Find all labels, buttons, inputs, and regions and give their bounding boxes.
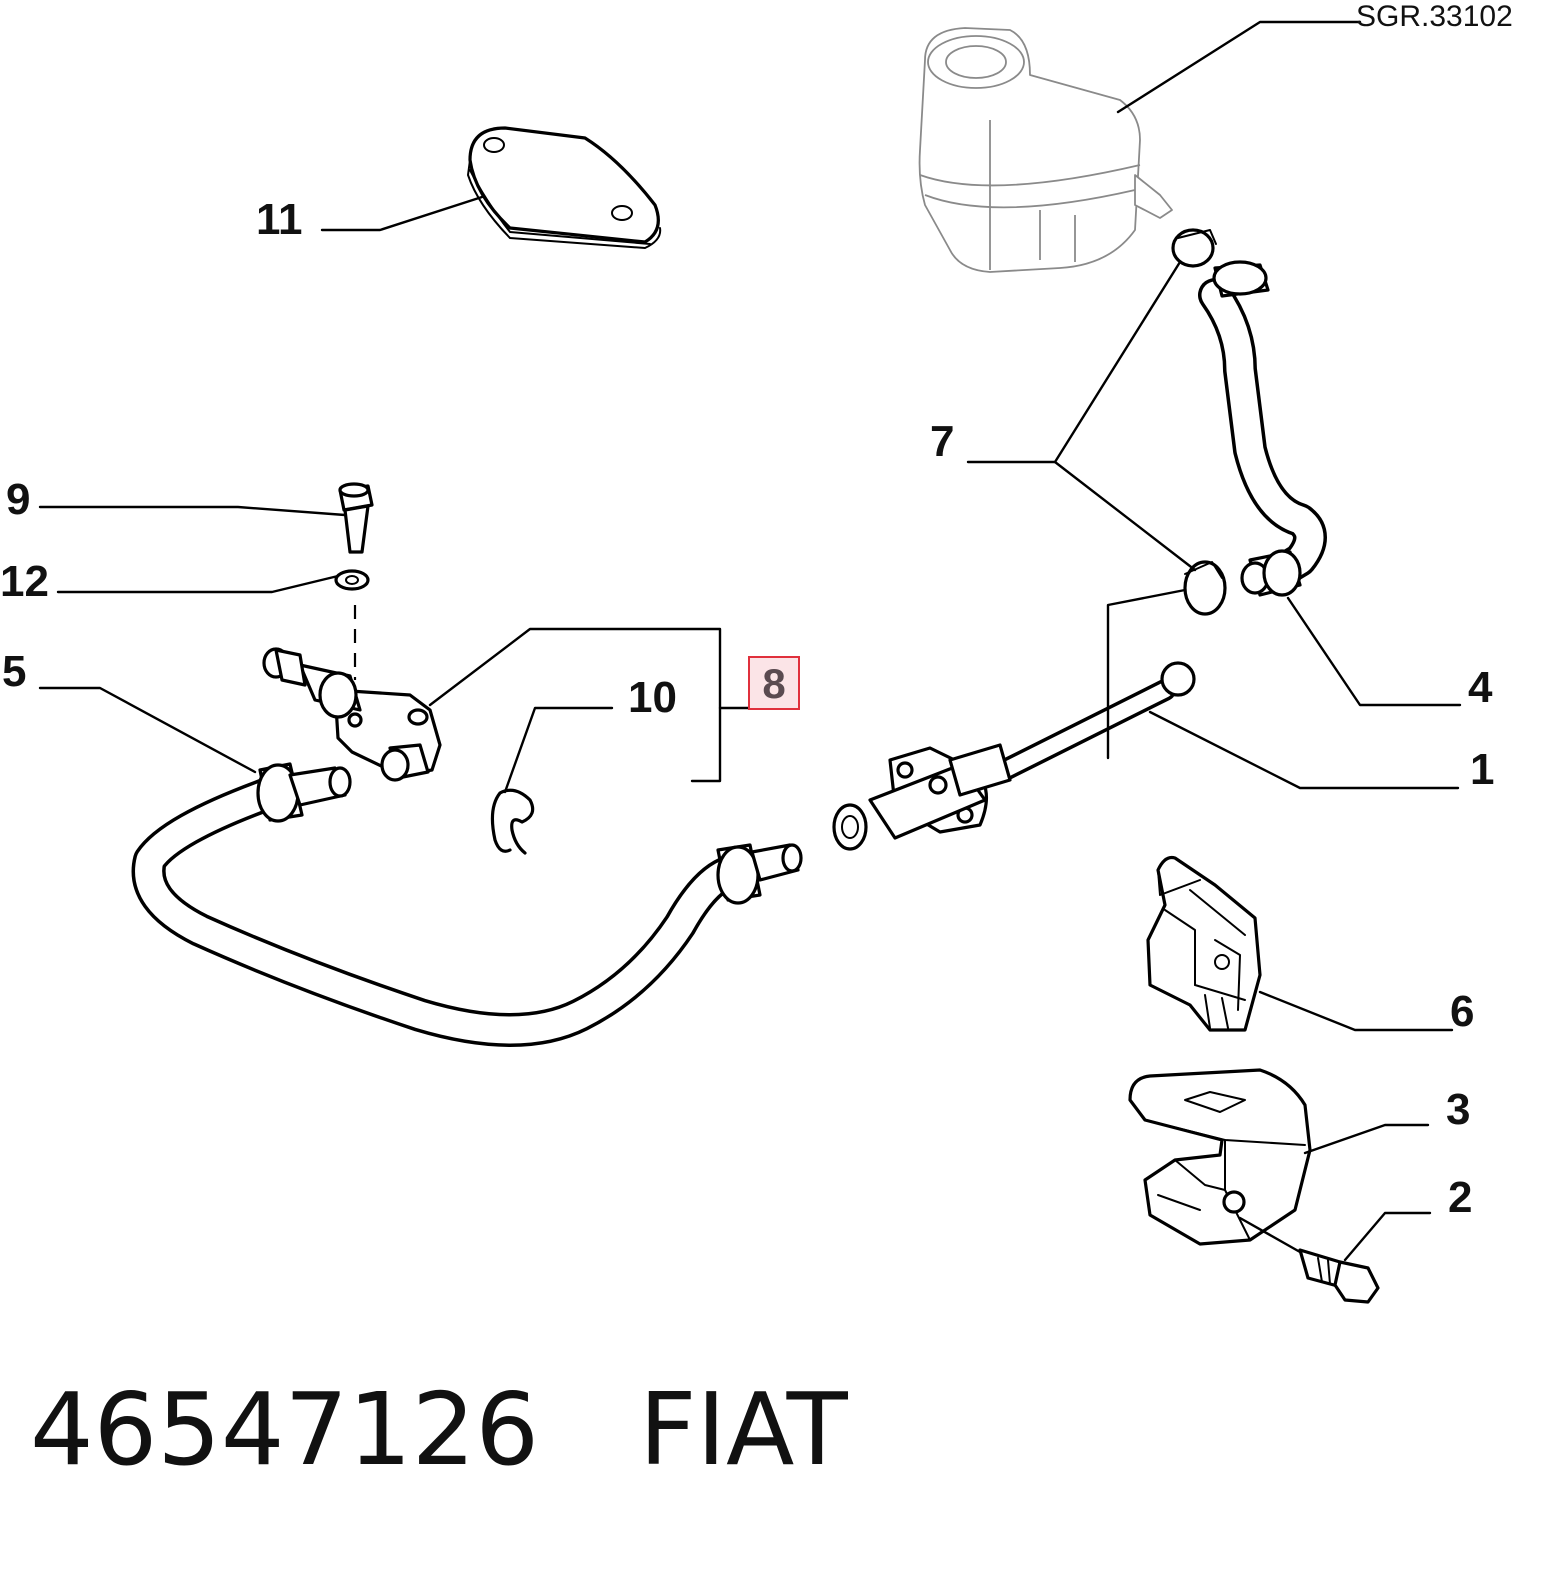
callout-7: 7 xyxy=(930,417,955,466)
slave-cylinder-part xyxy=(262,647,442,782)
hose-clamp-part xyxy=(1171,228,1227,616)
diagram-reference-code: SGR.33102 xyxy=(1356,0,1513,33)
brand-name: FIAT xyxy=(638,1371,848,1488)
fluid-reservoir xyxy=(918,27,1173,273)
mounting-clip-part xyxy=(1146,855,1262,1032)
callout-1: 1 xyxy=(1470,745,1495,794)
highlighted-callout-8[interactable]: 8 xyxy=(748,656,800,710)
bolt-part xyxy=(1298,1248,1380,1304)
cover-plate-part xyxy=(467,126,662,249)
part-number: 46547126 xyxy=(30,1371,539,1488)
callout-8: 8 xyxy=(762,660,786,707)
washer-part xyxy=(334,569,370,591)
callout-10: 10 xyxy=(628,673,677,722)
callout-2: 2 xyxy=(1448,1173,1473,1222)
master-cylinder-part xyxy=(832,661,1196,851)
screw-part xyxy=(338,482,374,554)
callout-6: 6 xyxy=(1450,987,1475,1036)
callout-9: 9 xyxy=(6,475,31,524)
callout-3: 3 xyxy=(1446,1085,1471,1134)
hydraulic-pipe-part xyxy=(131,762,803,1047)
callout-4: 4 xyxy=(1468,663,1493,712)
callout-12: 12 xyxy=(0,557,49,606)
leader-lines xyxy=(38,20,1462,1262)
callout-5: 5 xyxy=(2,647,27,696)
bracket-part xyxy=(1128,1068,1312,1246)
reservoir-hose-part xyxy=(1198,260,1327,597)
callout-11: 11 xyxy=(256,195,303,244)
retaining-clip-part xyxy=(490,788,535,855)
